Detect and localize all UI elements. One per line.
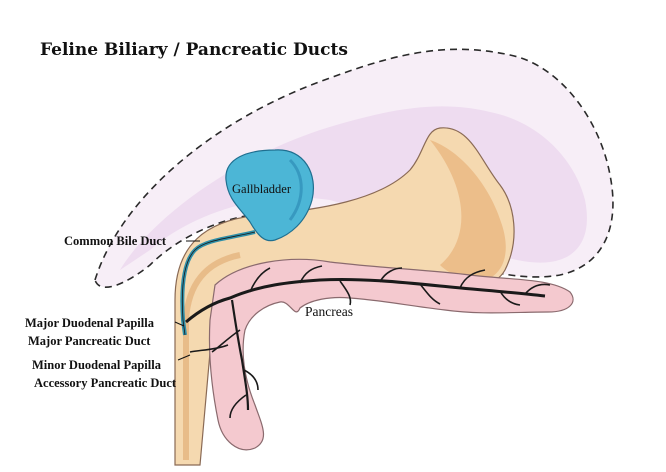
diagram-title: Feline Biliary / Pancreatic Ducts	[40, 40, 348, 60]
accessory-pancreatic-duct-label: Accessory Pancreatic Duct	[34, 376, 177, 390]
major-duodenal-papilla-label: Major Duodenal Papilla	[25, 316, 155, 330]
minor-duodenal-papilla-label: Minor Duodenal Papilla	[32, 358, 162, 372]
pancreas-label: Pancreas	[305, 304, 353, 319]
common-bile-duct-label: Common Bile Duct	[64, 234, 167, 248]
major-pancreatic-duct-label: Major Pancreatic Duct	[28, 334, 151, 348]
gallbladder-label: Gallbladder	[232, 182, 292, 196]
